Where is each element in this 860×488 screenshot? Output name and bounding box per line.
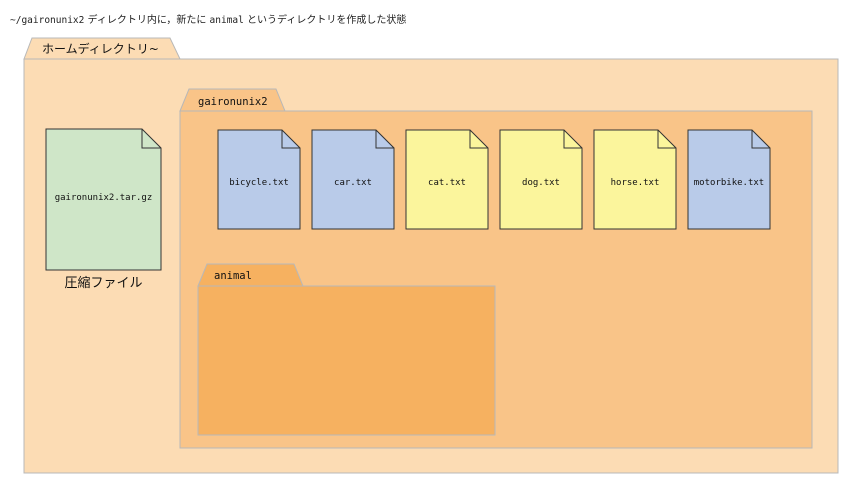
file-corner-fold bbox=[375, 130, 394, 149]
file-corner-fold bbox=[469, 130, 488, 149]
file-horse: horse.txt bbox=[593, 129, 677, 230]
file-corner-fold bbox=[281, 130, 300, 149]
file-name: bicycle.txt bbox=[229, 178, 289, 188]
file-motorbike: motorbike.txt bbox=[687, 129, 771, 230]
file-corner-fold bbox=[657, 130, 676, 149]
animal-folder: animal bbox=[197, 263, 496, 436]
animal-folder-body bbox=[197, 285, 496, 436]
file-car: car.txt bbox=[311, 129, 395, 230]
home-folder-label: ホームディレクトリ~ bbox=[42, 41, 159, 56]
file-icon bbox=[593, 129, 677, 230]
caption-text-1: ディレクトリ内に，新たに bbox=[84, 15, 210, 26]
file-icon bbox=[405, 129, 489, 230]
archive-file-name: gaironunix2.tar.gz bbox=[55, 193, 153, 203]
file-icon bbox=[217, 129, 301, 230]
file-cat: cat.txt bbox=[405, 129, 489, 230]
file-icon bbox=[687, 129, 771, 230]
archive-file-body bbox=[45, 128, 162, 271]
file-corner-fold bbox=[563, 130, 582, 149]
diagram-caption: ~/gaironunix2 ディレクトリ内に，新たに animal というディレ… bbox=[10, 11, 406, 26]
file-name: dog.txt bbox=[522, 178, 560, 188]
file-icon bbox=[499, 129, 583, 230]
file-icon bbox=[311, 129, 395, 230]
file-name: cat.txt bbox=[428, 178, 466, 188]
archive-file-corner bbox=[141, 129, 161, 149]
caption-text-2: というディレクトリを作成した状態 bbox=[243, 15, 407, 26]
caption-path: ~/gaironunix2 bbox=[10, 15, 85, 26]
project-files: bicycle.txt car.txt cat.txt dog.txt horse.tx… bbox=[217, 129, 771, 230]
file-name: horse.txt bbox=[611, 178, 660, 188]
file-name: motorbike.txt bbox=[694, 178, 764, 188]
file-corner-fold bbox=[751, 130, 770, 149]
caption-dirname: animal bbox=[209, 15, 244, 26]
archive-file: gaironunix2.tar.gz 圧縮ファイル bbox=[45, 128, 162, 291]
archive-caption: 圧縮ファイル bbox=[64, 275, 142, 291]
file-name: car.txt bbox=[334, 178, 372, 188]
file-bicycle: bicycle.txt bbox=[217, 129, 301, 230]
file-dog: dog.txt bbox=[499, 129, 583, 230]
animal-folder-label: animal bbox=[214, 270, 252, 282]
project-folder-label: gaironunix2 bbox=[198, 96, 268, 108]
